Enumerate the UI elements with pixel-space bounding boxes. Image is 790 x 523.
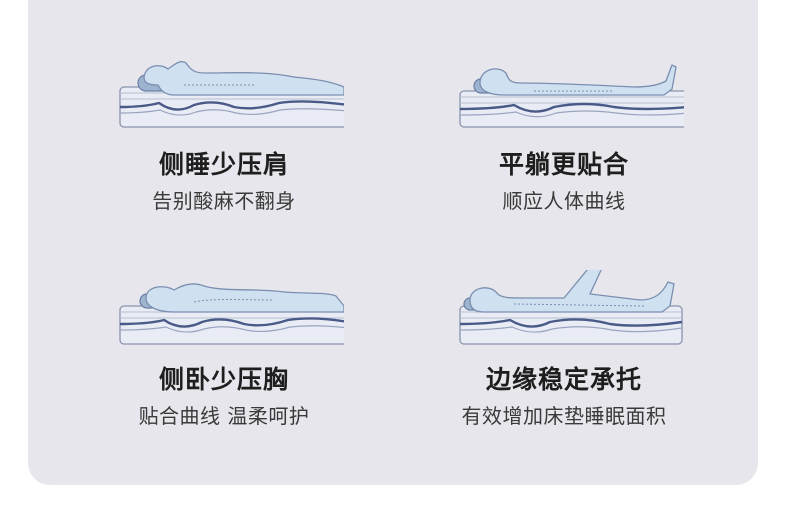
feature-card-back-sleep: 平躺更贴合 顺应人体曲线 bbox=[434, 55, 694, 214]
feature-title: 侧卧少压胸 bbox=[158, 365, 289, 394]
feature-subtitle: 有效增加床垫睡眠面积 bbox=[461, 404, 667, 428]
back-sleep-fit-icon bbox=[459, 64, 684, 128]
feature-subtitle: 顺应人体曲线 bbox=[502, 189, 626, 213]
side-sleep-shoulder-icon bbox=[119, 61, 344, 128]
edge-support-icon bbox=[459, 270, 683, 345]
feature-subtitle: 贴合曲线 温柔呵护 bbox=[138, 404, 310, 428]
feature-title: 边缘稳定承托 bbox=[485, 365, 642, 394]
feature-card-side-shoulder: 侧睡少压肩 告别酸麻不翻身 bbox=[94, 55, 354, 214]
feature-card-side-chest: 侧卧少压胸 贴合曲线 温柔呵护 bbox=[94, 270, 354, 429]
feature-subtitle: 告别酸麻不翻身 bbox=[152, 189, 296, 213]
feature-title: 平躺更贴合 bbox=[498, 150, 629, 179]
feature-card-edge-support: 边缘稳定承托 有效增加床垫睡眠面积 bbox=[434, 270, 694, 429]
feature-title: 侧睡少压肩 bbox=[158, 150, 289, 179]
side-lying-chest-icon bbox=[119, 283, 344, 345]
